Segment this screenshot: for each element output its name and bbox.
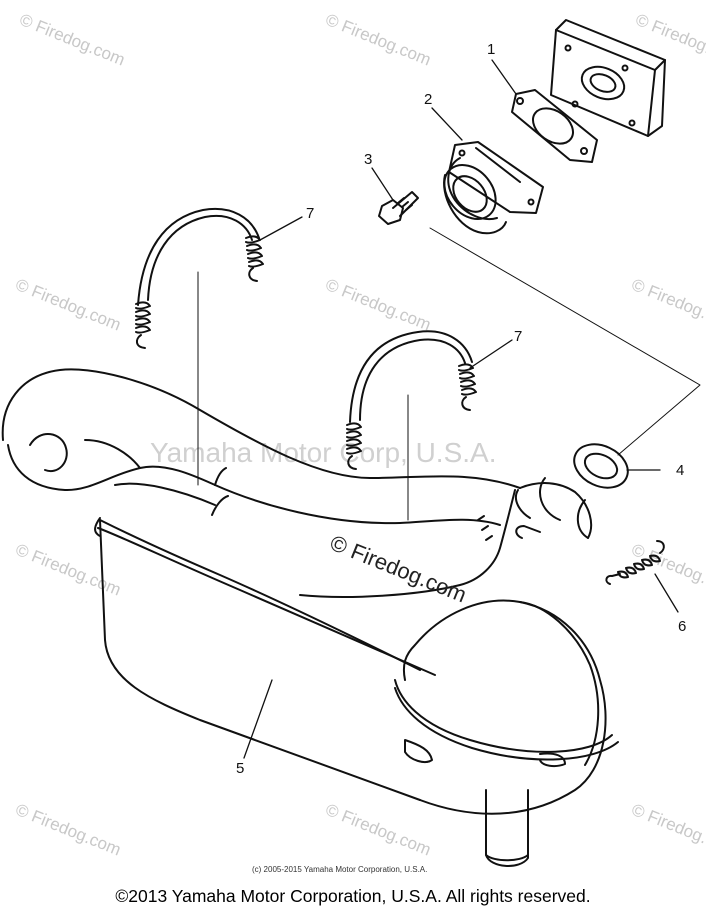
part-4-gasket — [573, 443, 629, 489]
callout-5: 5 — [236, 760, 244, 777]
part-1-gasket — [511, 89, 598, 163]
callout-4: 4 — [676, 462, 684, 479]
part-7-spring-middle — [346, 330, 477, 470]
callout-1: 1 — [487, 41, 495, 58]
assembly-lines — [197, 227, 701, 521]
callout-6: 6 — [678, 618, 686, 635]
leader-lines — [243, 59, 679, 759]
mounting-block — [550, 19, 666, 137]
small-copyright: (c) 2005-2015 Yamaha Motor Corporation, … — [252, 865, 428, 874]
watermark-yamaha: Yamaha Motor Corp, U.S.A. — [150, 437, 497, 468]
exhaust-pipe — [1, 368, 593, 598]
callout-3: 3 — [364, 151, 372, 168]
part-5-muffler — [94, 482, 619, 867]
part-2-manifold-joint — [443, 141, 544, 235]
part-3-bolt — [378, 191, 419, 225]
part-7-spring-upper — [135, 207, 264, 349]
callout-2: 2 — [424, 91, 432, 108]
callout-7-middle: 7 — [514, 328, 522, 345]
footer-copyright: ©2013 Yamaha Motor Corporation, U.S.A. A… — [115, 886, 591, 906]
callout-7-upper: 7 — [306, 205, 314, 222]
part-6-spring — [605, 540, 665, 585]
